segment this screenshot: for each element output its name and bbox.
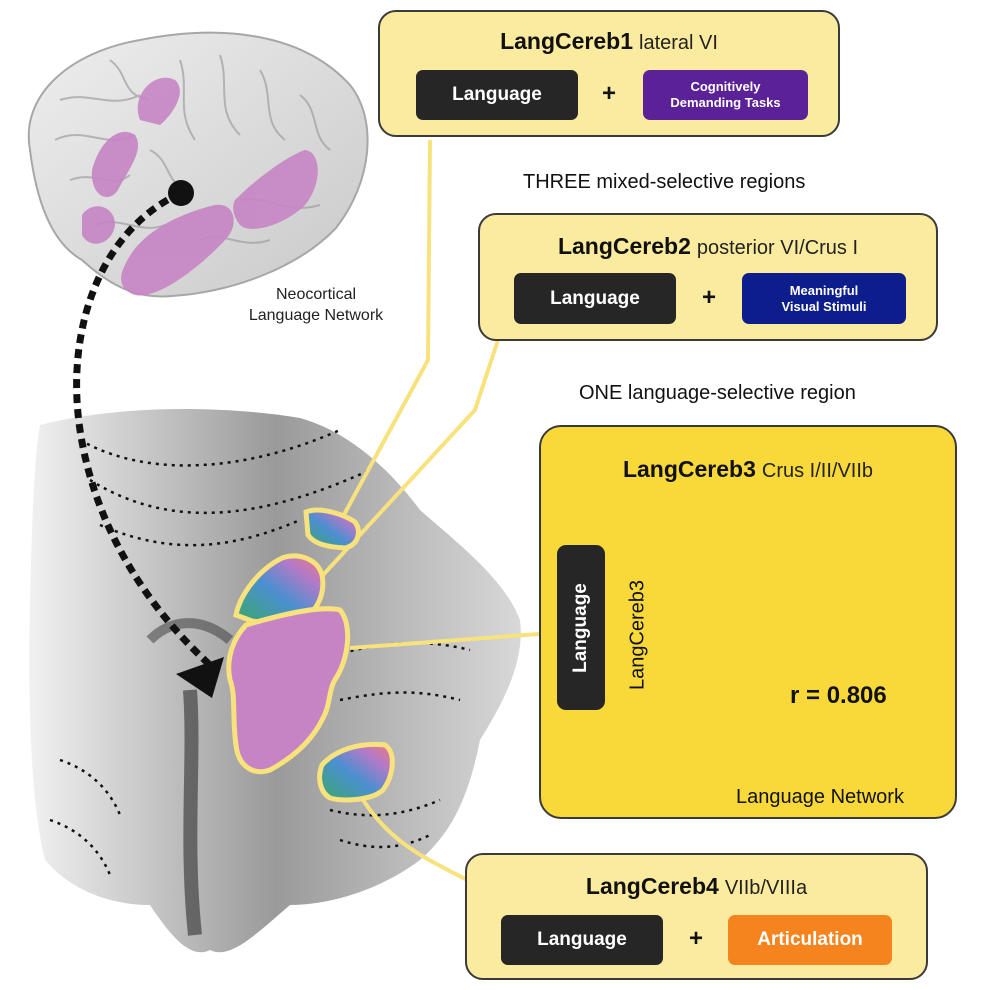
region-name: LangCereb4 xyxy=(585,873,719,899)
articulation-pill: Articulation xyxy=(728,915,892,965)
region-name: LangCereb1 xyxy=(500,28,633,54)
pill-line1: Cognitively xyxy=(690,79,761,94)
language-selective-note: ONE language-selective region xyxy=(579,382,856,404)
region-location: posterior VI/Crus I xyxy=(696,237,859,259)
plus-sign: + xyxy=(602,80,617,107)
brain-language-regions xyxy=(82,77,318,296)
language-pill-label: Language xyxy=(570,582,591,673)
region-location: Crus I/II/VIIb xyxy=(761,460,874,482)
language-pill: Language xyxy=(501,915,663,965)
region-langcereb3 xyxy=(226,606,351,774)
plus-sign: + xyxy=(689,925,704,952)
region-location: VIIb/VIIIa xyxy=(724,877,808,899)
brain-label-line1: Neocortical xyxy=(275,286,357,303)
cerebellar-regions xyxy=(226,507,395,803)
region-name: LangCereb3 xyxy=(622,456,756,482)
mixed-selective-note: THREE mixed-selective regions xyxy=(523,171,806,193)
region-langcereb1 xyxy=(303,507,361,551)
region-card-langcereb1: LangCereb1 lateral VI Language + Cognitiv… xyxy=(378,10,840,137)
language-pill: Language xyxy=(514,273,676,324)
projection-arrow xyxy=(73,189,224,698)
region-langcereb4 xyxy=(317,741,395,803)
correlation-annotation: r = 0.806 xyxy=(790,682,887,709)
brain-label: Neocortical Language Network xyxy=(236,284,396,326)
brain-label-line2: Language Network xyxy=(248,307,384,324)
plus-sign: + xyxy=(702,284,717,311)
region-location: lateral VI xyxy=(639,32,718,54)
pill-line2: Demanding Tasks xyxy=(670,95,781,110)
card-heading: LangCereb1 lateral VI xyxy=(380,28,838,55)
language-pill: Language xyxy=(416,70,578,120)
brain-illustration xyxy=(27,31,369,298)
x-axis-label: Language Network xyxy=(736,786,904,808)
pill-line2: Visual Stimuli xyxy=(781,298,867,314)
region-name: LangCereb2 xyxy=(557,233,691,259)
pill-line1: Meaningful xyxy=(789,282,859,298)
language-pill-vertical: Language xyxy=(557,545,605,710)
y-axis-label: LangCereb3 xyxy=(626,579,649,691)
